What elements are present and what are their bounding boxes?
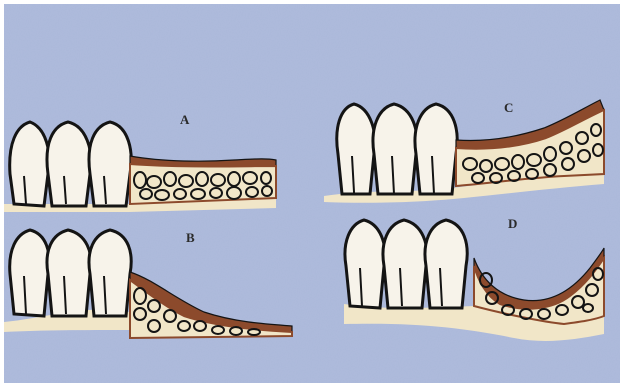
panel-c-tooth-3: [415, 104, 457, 194]
panel-d-tooth-1: [345, 220, 385, 308]
panel-label-c: C: [504, 100, 513, 116]
panel-a-teeth: [10, 122, 131, 206]
ridge-defect-diagram: [4, 4, 620, 383]
panel-a-tooth-1: [10, 122, 50, 206]
panel-c-teeth: [337, 104, 457, 194]
panel-b-tooth-2: [47, 230, 91, 316]
panel-c-tooth-1: [337, 104, 375, 194]
panel-b-tooth-3: [89, 230, 131, 316]
panel-c-tooth-2: [373, 104, 417, 194]
panel-label-d: D: [508, 216, 517, 232]
panel-label-b: B: [186, 230, 195, 246]
panel-a-tooth-2: [47, 122, 91, 206]
panel-b-tooth-1: [10, 230, 50, 316]
panel-d-tooth-2: [383, 220, 427, 308]
panel-label-a: A: [180, 112, 189, 128]
panel-b-teeth: [10, 230, 131, 316]
ridge-defect-illustration: A B C D: [4, 4, 620, 383]
panel-d-tooth-3: [425, 220, 467, 308]
panel-a-tooth-3: [89, 122, 131, 206]
panel-d-teeth: [345, 220, 467, 308]
